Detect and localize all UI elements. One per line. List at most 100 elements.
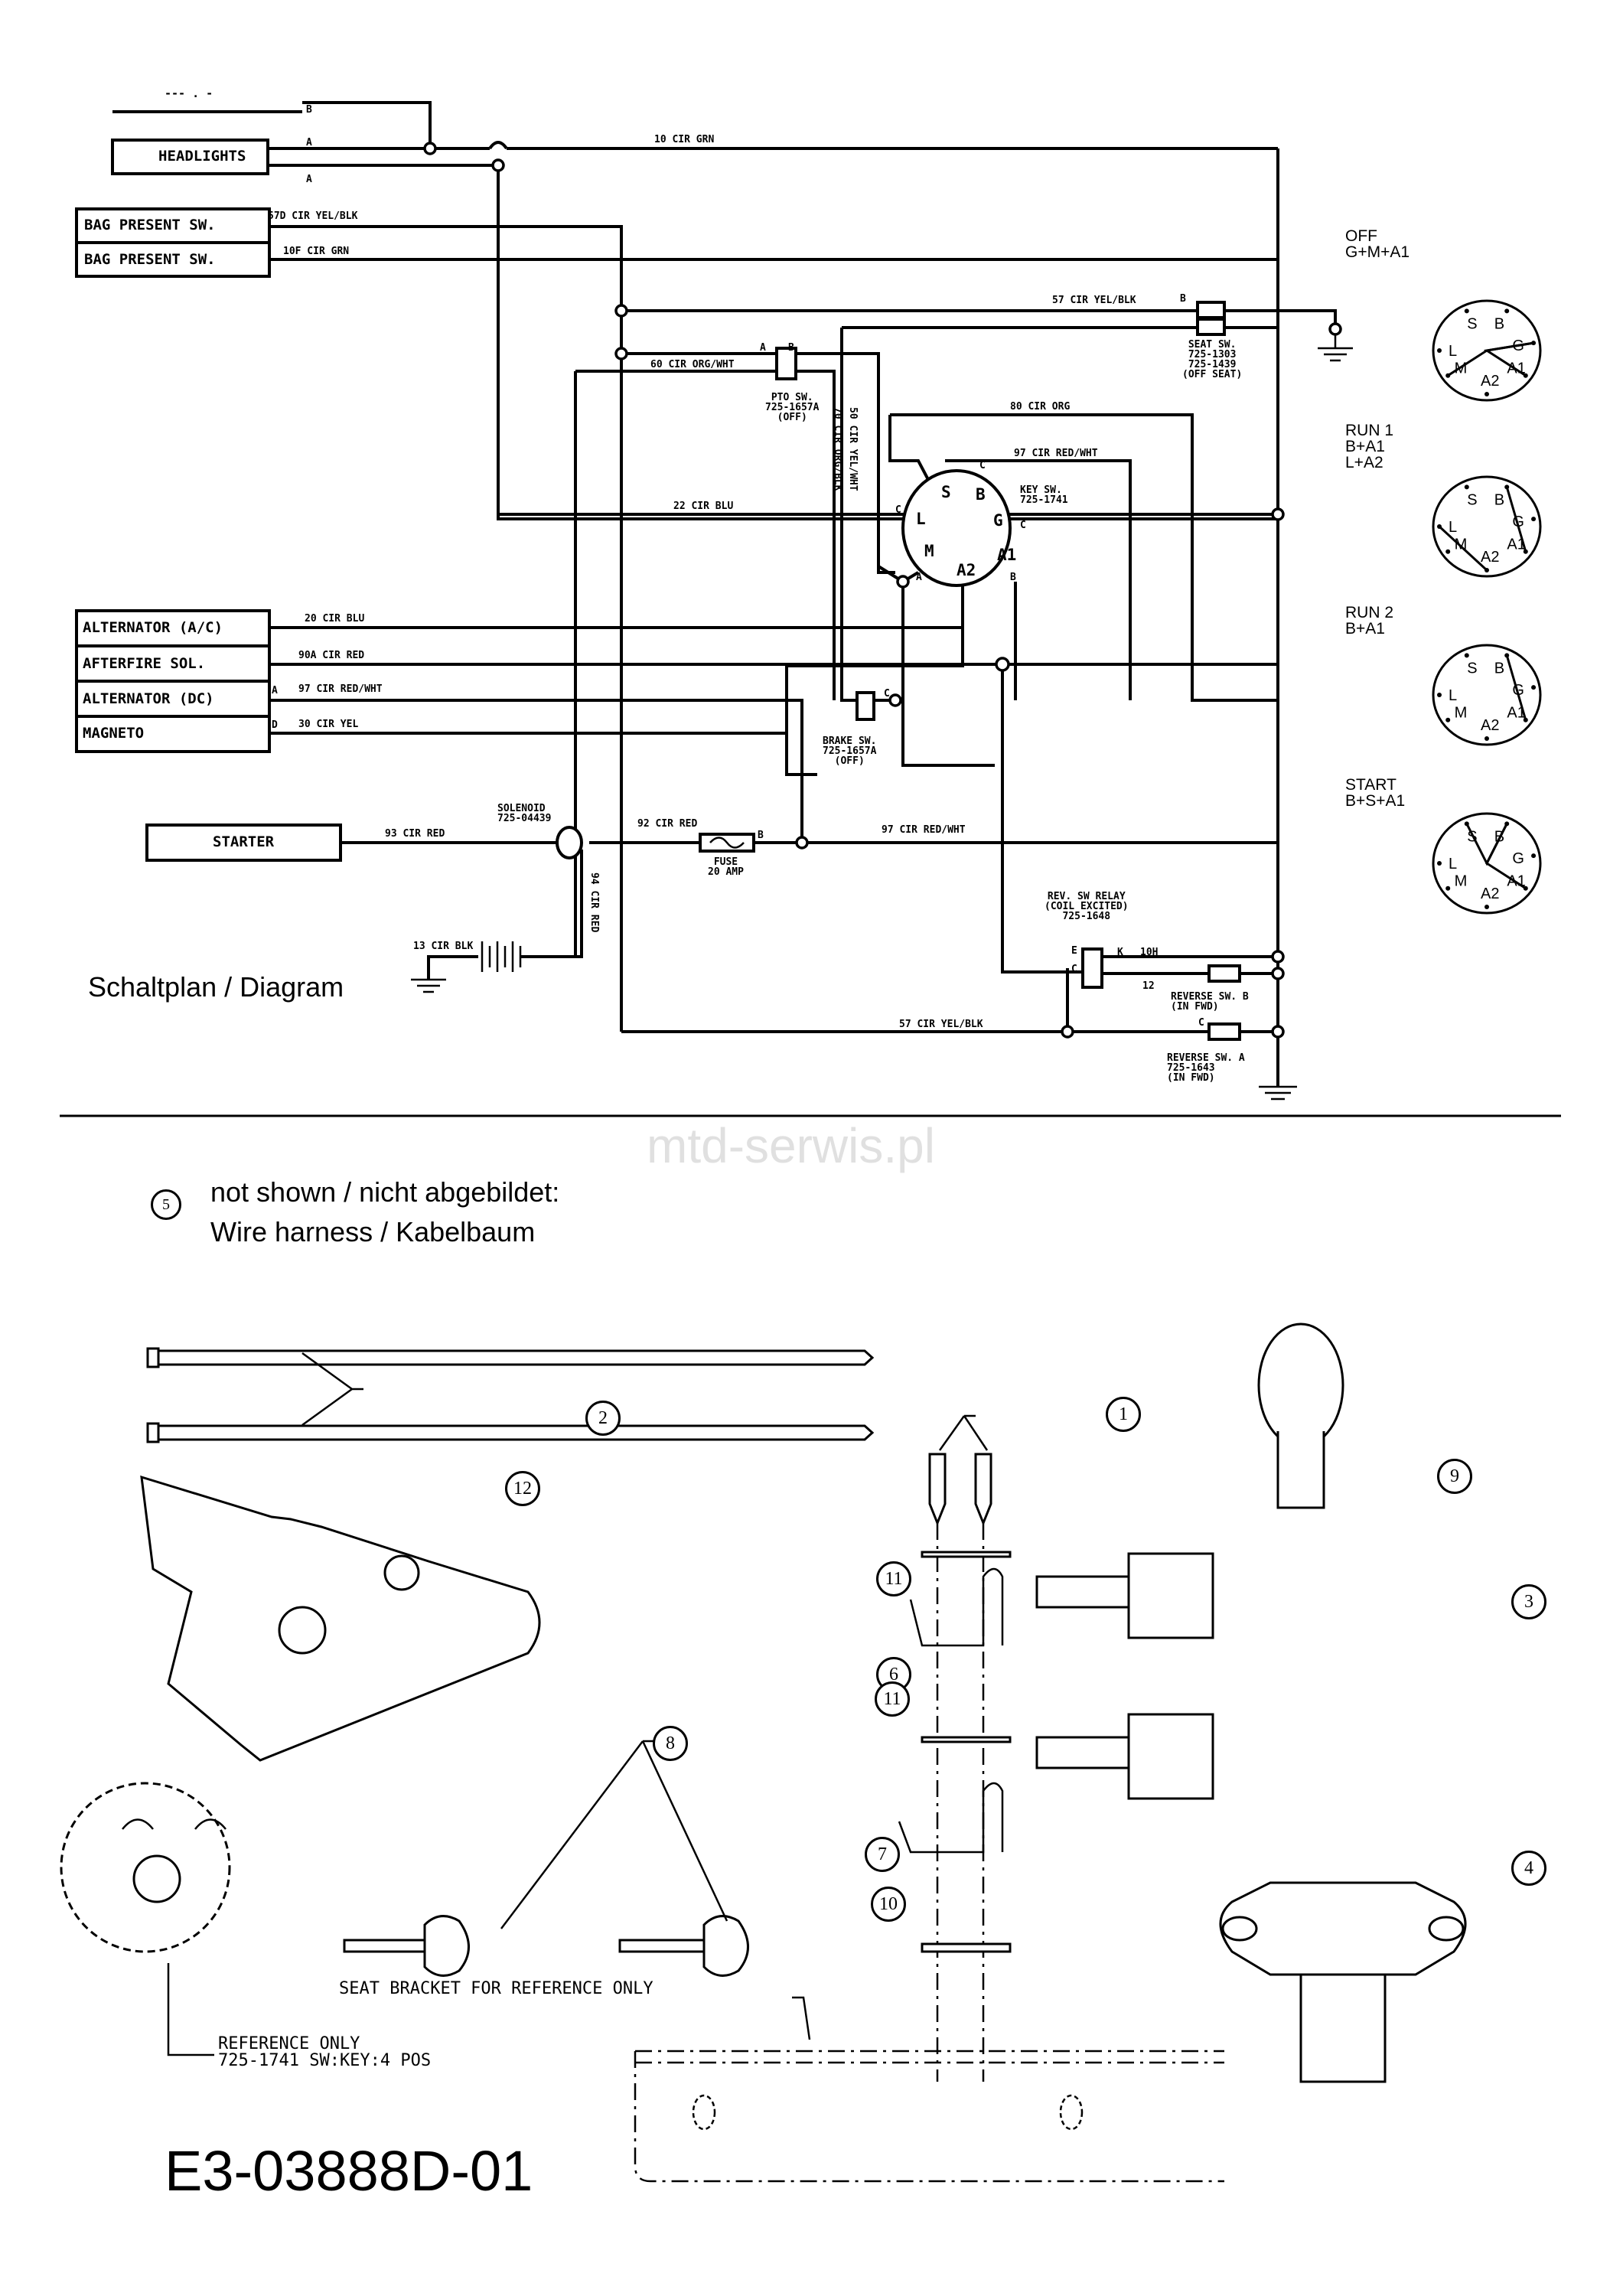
pin-letter: K — [1117, 947, 1123, 958]
wire-label: 97 CIR RED/WHT — [1014, 448, 1098, 459]
bag-switch-2-box — [75, 241, 271, 278]
dial-outline — [1432, 475, 1542, 578]
pin-letter: B — [306, 104, 312, 116]
wire-label: 10 CIR GRN — [654, 134, 715, 145]
cable-tie — [146, 1347, 875, 1443]
pin-letter: B — [1010, 572, 1016, 583]
pin-letter: D — [272, 719, 278, 731]
wire-20-blu — [268, 582, 964, 629]
dial-terminal-label: S — [1467, 316, 1477, 333]
magneto-label: MAGNETO — [83, 725, 145, 742]
dial-terminal-dot — [1504, 308, 1510, 314]
dial-terminal-label: L — [1449, 687, 1457, 704]
callout-6: 6 — [876, 1657, 911, 1692]
callout-12: 12 — [505, 1471, 540, 1506]
watermark: mtd-serwis.pl — [647, 1118, 935, 1173]
dial-outline — [1432, 644, 1542, 746]
wire-label: 92 CIR RED — [637, 818, 698, 830]
dial-terminal-dot — [1445, 717, 1451, 722]
plunger-switch — [1035, 1552, 1214, 1800]
alternator-ac-label: ALTERNATOR (A/C) — [83, 619, 223, 636]
key-terminal: A1 — [997, 546, 1017, 564]
dial-terminal-label: B — [1494, 492, 1504, 509]
callout-4: 4 — [1511, 1851, 1546, 1886]
pin-letter: B — [1180, 293, 1186, 305]
dial-terminal-dot — [1464, 308, 1469, 314]
dial-terminal-dot — [1437, 693, 1442, 697]
wire-80 — [890, 413, 1278, 702]
callout-10: 10 — [871, 1887, 906, 1922]
pin-letter: C — [895, 504, 901, 516]
dial-terminal-dot — [1464, 653, 1469, 658]
dial-terminal-dot — [1437, 348, 1442, 353]
dial-terminal-label: A1 — [1507, 536, 1525, 553]
wire-label: 12 — [1142, 980, 1155, 992]
wire-97-alt — [268, 699, 803, 842]
pin-letter: A — [760, 342, 766, 354]
wire-label: 97 CIR RED/WHT — [298, 683, 383, 695]
solenoid — [556, 826, 583, 859]
key-terminal: L — [916, 510, 926, 528]
dial-link — [1438, 525, 1488, 572]
dial-terminal-label: M — [1455, 704, 1468, 721]
dial-link — [1505, 654, 1527, 721]
alternator-ac-box — [75, 609, 271, 647]
wire-94-red — [520, 850, 583, 958]
alternator-dc-label: ALTERNATOR (DC) — [83, 690, 214, 707]
reverse-switch-a — [1207, 1022, 1241, 1041]
dial-terminal-label: A2 — [1481, 549, 1499, 566]
dial-terminal-label: A1 — [1507, 704, 1525, 721]
pin-letter: B — [758, 830, 764, 841]
pin-letter: C — [1198, 1017, 1204, 1029]
pin-letter: C — [979, 460, 986, 471]
key-terminal: B — [976, 485, 986, 504]
dial-terminal-label: L — [1449, 856, 1457, 872]
key-terminal: S — [941, 483, 951, 501]
dial-terminal-label: L — [1449, 519, 1457, 536]
key-terminal: A2 — [957, 561, 976, 579]
key-switch-reference — [60, 1782, 231, 2056]
wire-label: 93 CIR RED — [385, 828, 445, 840]
seat-bracket-note: SEAT BRACKET FOR REFERENCE ONLY — [339, 1979, 653, 1998]
pin-letter: C — [1020, 520, 1026, 531]
callout-11b: 11 — [875, 1681, 910, 1717]
brake-switch-label: BRAKE SW.725-1657A(OFF) — [823, 735, 877, 767]
wire-label: 30 CIR YEL — [298, 719, 359, 730]
pin-letter: A — [916, 572, 922, 583]
drawing-number: E3-03888D-01 — [165, 2139, 533, 2203]
dial-terminal-dot — [1531, 853, 1537, 859]
starter-label: STARTER — [213, 833, 275, 850]
callout-1: 1 — [1106, 1397, 1141, 1432]
pin-letter: C — [884, 688, 890, 700]
parts-note-line1: not shown / nicht abgebildet: — [210, 1176, 560, 1208]
wire-label: 10H — [1140, 947, 1159, 958]
callout-9: 9 — [1437, 1459, 1472, 1494]
wire-label: 94 CIR RED — [588, 872, 600, 933]
starter-box — [145, 823, 342, 862]
cropped-top-label: --- . - — [165, 86, 213, 100]
key-terminal: G — [993, 511, 1003, 530]
ignition-key — [343, 1740, 749, 1977]
wire-label: 97 CIR RED/WHT — [882, 824, 966, 836]
dial-terminal-label: A2 — [1481, 717, 1499, 734]
wire-97-key — [945, 459, 1132, 700]
dial-terminal-dot — [1445, 885, 1451, 891]
dial-terminal-dot — [1484, 392, 1489, 396]
parts-note-line2: Wire harness / Kabelbaum — [210, 1216, 536, 1247]
dial-terminal-dot — [1531, 685, 1537, 690]
key-switch-label: KEY SW.725-1741 — [1020, 484, 1068, 506]
ground-symbol — [411, 329, 1353, 1101]
alternator-dc-box — [75, 680, 271, 718]
dial-terminal-label: S — [1467, 660, 1477, 677]
wire-label: 80 CIR ORG — [1010, 401, 1071, 413]
